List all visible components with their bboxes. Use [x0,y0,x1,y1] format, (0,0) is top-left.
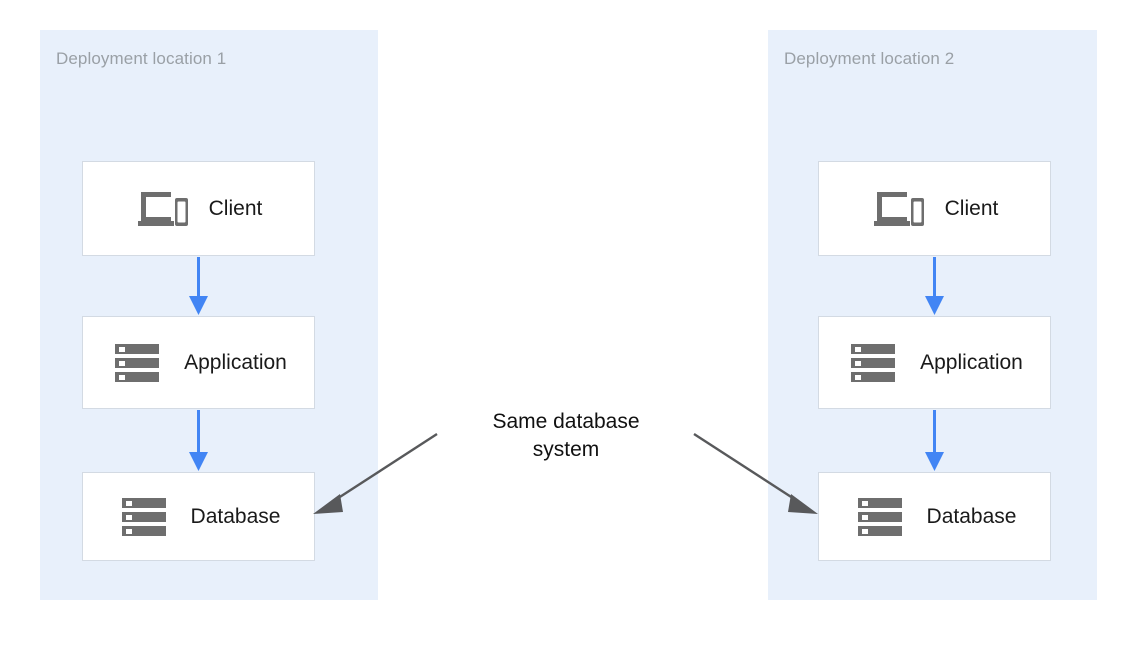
node-application-1[interactable]: Application [82,316,315,409]
zone-1-label: Deployment location 1 [56,49,227,68]
node-application-2-label: Application [920,351,1023,374]
server-icon [110,339,166,387]
node-database-2-label: Database [926,505,1017,528]
node-client-2-label: Client [944,197,999,220]
annotation-line-1: Same database [492,410,640,433]
server-icon [846,339,902,387]
node-database-2[interactable]: Database [818,472,1051,561]
node-application-1-label: Application [184,351,287,374]
annotation-same-database-system: Same database system [455,408,677,464]
server-icon [853,493,909,541]
node-database-1-label: Database [190,505,281,528]
node-client-1-label: Client [208,197,263,220]
server-icon [117,493,173,541]
devices-icon [135,185,191,233]
node-client-2[interactable]: Client [818,161,1051,256]
annotation-line-2: system [532,438,600,461]
zone-2-label: Deployment location 2 [784,49,955,68]
node-client-1[interactable]: Client [82,161,315,256]
devices-icon [871,185,927,233]
node-application-2[interactable]: Application [818,316,1051,409]
node-database-1[interactable]: Database [82,472,315,561]
